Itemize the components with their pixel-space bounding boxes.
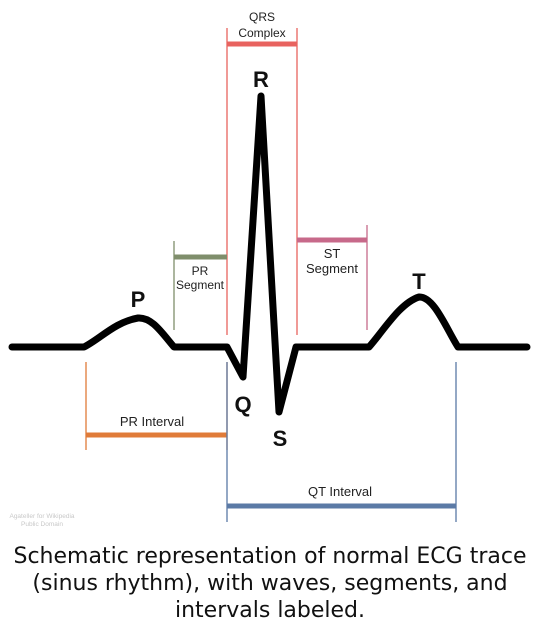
pr-segment-bracket [173,241,227,330]
credit-line1: Agateller for Wikipedia [9,513,74,520]
pr-interval-bracket [85,362,228,450]
ecg-trace [8,92,531,416]
credit-line2: Public Domain [21,521,63,528]
st-segment-label-line2: Segment [306,261,358,276]
pr-segment-label-line1: PR [192,264,209,278]
qt-interval-label: QT Interval [308,484,372,499]
r-wave-label: R [253,67,269,92]
pr-interval-label: PR Interval [120,414,184,429]
pr-segment-label-line2: Segment [176,278,225,292]
qrs-complex-bracket [226,28,298,335]
t-wave-label: T [412,269,426,294]
st-segment-label-line1: ST [324,246,341,261]
qrs-label-line2: Complex [238,26,285,40]
figure-caption: Schematic representation of normal ECG t… [13,544,527,623]
qrs-label-line1: QRS [249,10,275,24]
q-wave-label: Q [234,392,251,417]
p-wave-label: P [131,287,146,312]
ecg-diagram: QRS Complex PR Segment ST Segment PR Int… [8,10,531,528]
qt-interval-bracket [226,362,457,522]
s-wave-label: S [273,426,288,451]
st-segment-bracket [297,225,368,330]
